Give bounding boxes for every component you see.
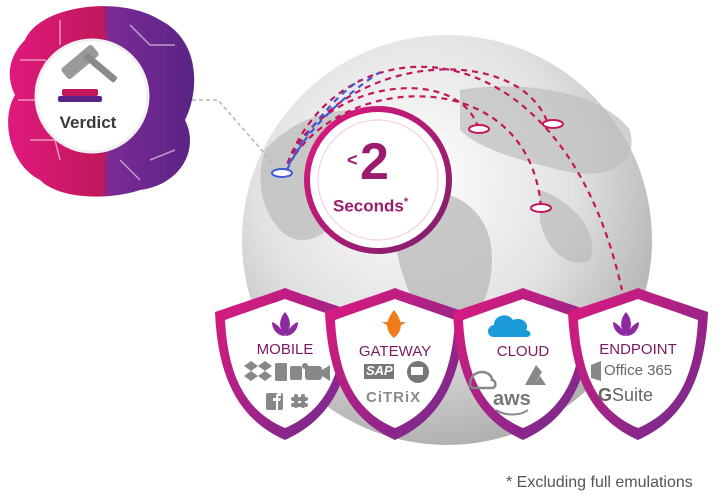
- gsuite-logo: GSuite: [598, 385, 653, 406]
- lotus-icon: [272, 312, 298, 336]
- timer-badge: [304, 106, 452, 254]
- gateway-logos: [364, 361, 429, 383]
- citrix-logo-text: CiTRiX: [366, 389, 422, 406]
- footnote: * Excluding full emulations: [506, 474, 693, 491]
- gsuite-text: Suite: [612, 385, 654, 405]
- file-icon: [275, 363, 287, 381]
- office-icon: [591, 361, 601, 381]
- location-markers: [271, 119, 564, 213]
- shield-gateway: [325, 288, 465, 440]
- verdict-label: Verdict: [59, 113, 117, 132]
- timer-unit: Seconds*: [333, 196, 408, 217]
- cloud-icon: [488, 315, 531, 337]
- mobile-app-icons: [244, 361, 330, 410]
- azure-icon: [525, 365, 546, 385]
- google-cloud-icon: [468, 370, 497, 390]
- facebook-icon: [266, 393, 283, 410]
- timer-unit-marker: *: [403, 196, 409, 208]
- timer-prefix: <: [347, 150, 358, 170]
- lotus-icon: [613, 312, 639, 336]
- connection-arcs: [282, 65, 624, 291]
- timer-value: 2: [360, 133, 389, 191]
- timer-unit-text: Seconds: [333, 196, 404, 216]
- gsuite-g: G: [598, 385, 613, 405]
- shield-label-gateway: GATEWAY: [358, 343, 432, 360]
- office365-logo-text: Office 365: [604, 362, 673, 379]
- slack-icon: [291, 394, 308, 408]
- monitor-icon: [407, 361, 429, 383]
- dropbox-icon: [244, 361, 272, 381]
- gavel-icon: [58, 45, 118, 102]
- aws-arrow: [495, 409, 529, 416]
- sap-logo: [364, 364, 394, 379]
- video-icon: [305, 365, 330, 381]
- shield-label-endpoint: ENDPOINT: [599, 341, 677, 358]
- flame-icon: [382, 310, 406, 338]
- sap-logo-text: SAP: [366, 363, 393, 378]
- aws-logo-text: aws: [493, 388, 531, 410]
- shield-label-cloud: CLOUD: [496, 343, 550, 360]
- cloud-provider-icons: [468, 365, 546, 416]
- shield-label-mobile: MOBILE: [256, 341, 314, 358]
- verdict-connector: [178, 99, 273, 163]
- shield-endpoint: [568, 288, 708, 440]
